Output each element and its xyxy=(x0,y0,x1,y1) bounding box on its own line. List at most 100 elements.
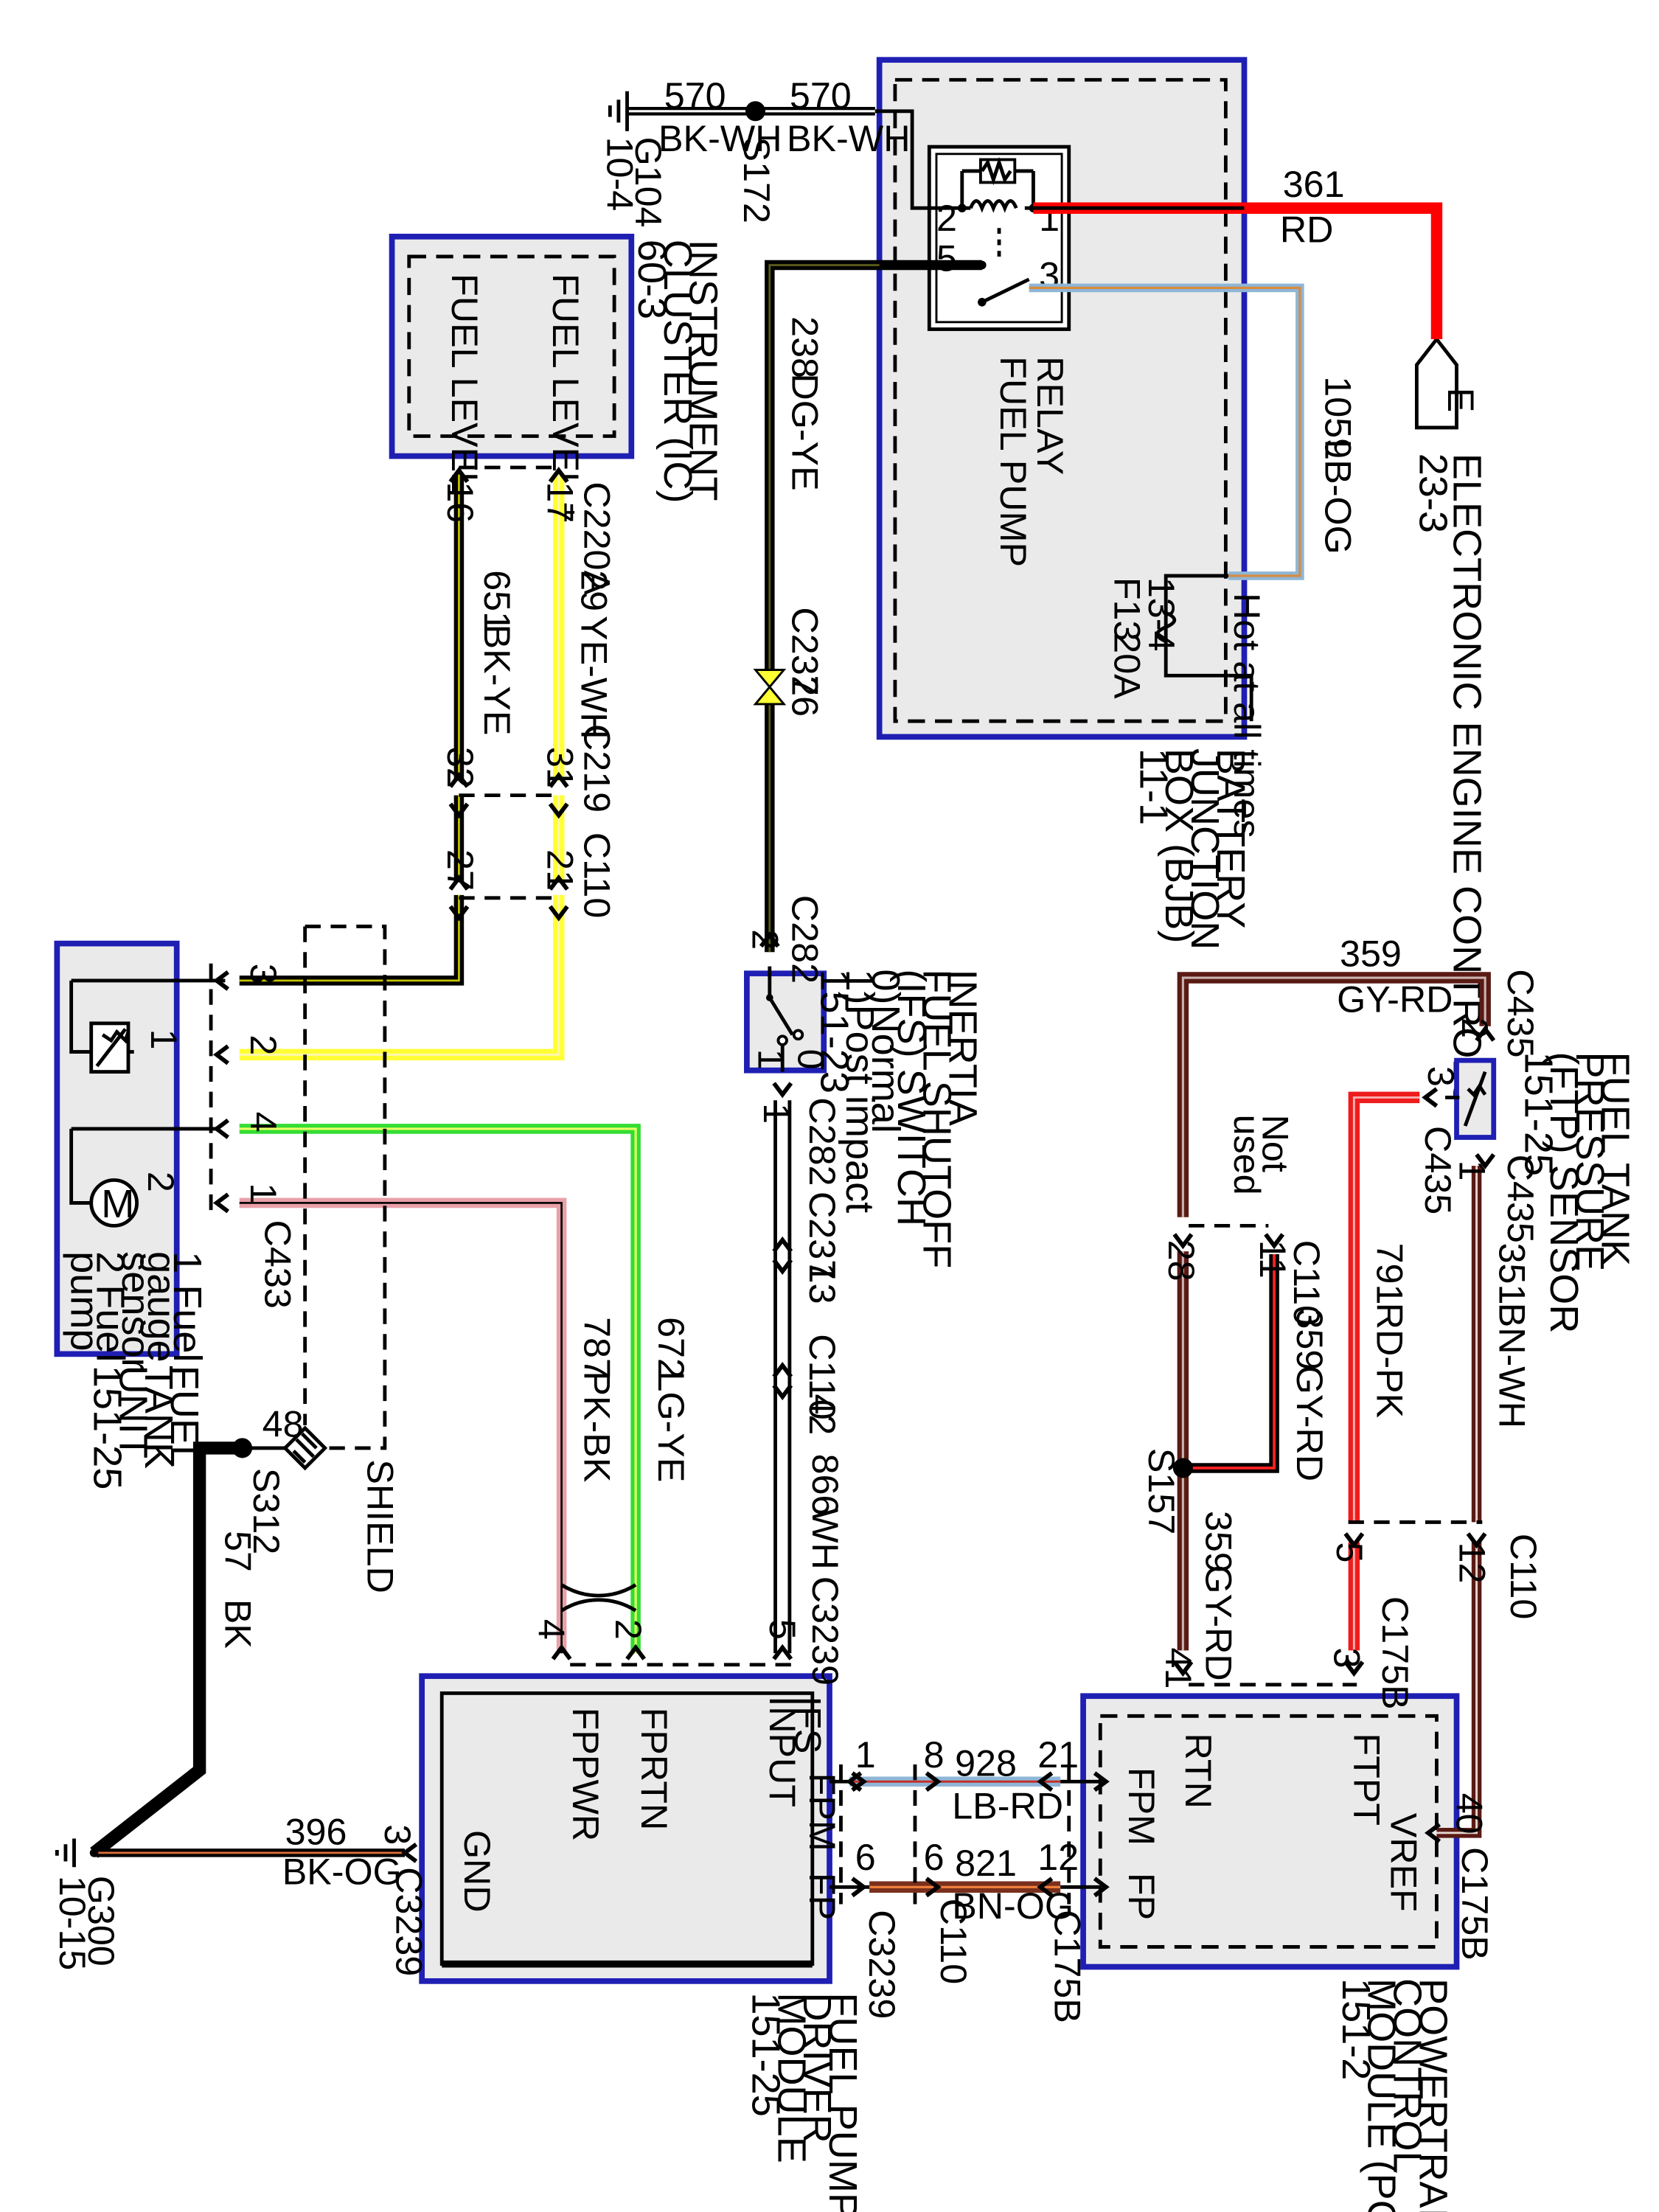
svg-text:C3239: C3239 xyxy=(388,1867,429,1976)
svg-text:C3239: C3239 xyxy=(861,1910,902,2019)
svg-text:PK-BK: PK-BK xyxy=(577,1371,618,1483)
svg-text:12: 12 xyxy=(1037,1837,1079,1878)
svg-text:2: 2 xyxy=(1454,1018,1495,1038)
svg-text:FPM: FPM xyxy=(801,1773,843,1851)
ic-pin-fuel-level-minus: FUEL LEVEL - xyxy=(444,274,485,514)
svg-text:C175B: C175B xyxy=(1046,1910,1088,2023)
svg-text:LG-YE: LG-YE xyxy=(650,1371,692,1483)
svg-text:YE-WH: YE-WH xyxy=(574,616,615,739)
twisted-pair-icon xyxy=(560,1583,637,1613)
svg-text:21: 21 xyxy=(1037,1734,1079,1775)
svg-text:1: 1 xyxy=(750,1049,791,1070)
fuse-f13: F13 13-4 20A Hot at all times xyxy=(1107,574,1267,838)
svg-text:351: 351 xyxy=(1492,1243,1533,1305)
svg-text:FP: FP xyxy=(801,1873,843,1920)
svg-text:238: 238 xyxy=(785,316,826,378)
not-used-label: Not used xyxy=(1226,1115,1296,1195)
svg-text:12: 12 xyxy=(1451,1542,1492,1583)
svg-text:C220A: C220A xyxy=(577,481,618,595)
pin-arrows xyxy=(212,467,1496,1898)
relay-pin-2: 2 xyxy=(936,198,957,239)
svg-text:C110: C110 xyxy=(933,1899,974,1984)
svg-text:21: 21 xyxy=(539,849,580,891)
svg-text:C435: C435 xyxy=(1500,1155,1541,1243)
svg-text:C282: C282 xyxy=(801,1097,843,1186)
svg-text:791: 791 xyxy=(1368,1243,1410,1305)
svg-text:10-15: 10-15 xyxy=(52,1876,93,1971)
svg-text:used: used xyxy=(1226,1115,1267,1195)
svg-text:BATTERY: BATTERY xyxy=(1208,748,1253,929)
svg-text:BK: BK xyxy=(217,1599,258,1649)
svg-text:BK-YE: BK-YE xyxy=(476,625,518,736)
svg-text:1059: 1059 xyxy=(1318,376,1359,459)
svg-text:JUNCTION: JUNCTION xyxy=(1183,748,1227,950)
svg-text:DG-YE: DG-YE xyxy=(785,373,826,490)
svg-text:pump: pump xyxy=(63,1251,107,1351)
svg-text:C110: C110 xyxy=(1503,1534,1544,1619)
svg-text:1)Post impact: 1)Post impact xyxy=(838,969,882,1213)
splice-s157: S157 xyxy=(1141,1448,1193,1534)
svg-text:BK-WH: BK-WH xyxy=(787,118,910,159)
svg-text:PRESSURE: PRESSURE xyxy=(1568,1052,1612,1272)
bjb-label: BATTERY JUNCTION BOX (BJB) 11-1 xyxy=(1131,748,1252,950)
wire-787-pk-bk xyxy=(239,1197,567,1654)
svg-text:C175B: C175B xyxy=(1454,1847,1495,1961)
svg-text:359: 359 xyxy=(1340,933,1402,975)
svg-text:sensor: sensor xyxy=(114,1251,158,1371)
svg-text:4: 4 xyxy=(531,1619,572,1640)
fuel-tank-unit: M 1 2 1 Fuel gauge sensor 2 Fuel pump FU… xyxy=(54,940,226,1489)
svg-text:FPPWR: FPPWR xyxy=(565,1708,606,1841)
svg-text:42: 42 xyxy=(801,1394,843,1435)
shield-drain: 48 SHIELD xyxy=(242,1403,401,1593)
svg-text:29: 29 xyxy=(574,570,615,611)
svg-text:C110: C110 xyxy=(577,832,618,918)
svg-text:40: 40 xyxy=(1449,1793,1490,1834)
svg-text:787: 787 xyxy=(577,1317,618,1379)
svg-text:Not: Not xyxy=(1255,1115,1296,1172)
wire-791-rd-pk xyxy=(1348,1091,1420,1651)
svg-text:CONTROL: CONTROL xyxy=(1385,1978,1429,2174)
svg-text:GY-RD: GY-RD xyxy=(1197,1565,1239,1680)
ground-g300-icon: G300 10-15 xyxy=(52,1838,122,1971)
svg-text:BK-WH: BK-WH xyxy=(658,118,782,159)
svg-text:651: 651 xyxy=(476,570,518,632)
svg-text:(IFS) SWITCH: (IFS) SWITCH xyxy=(889,969,933,1226)
wire-29-ye-wh xyxy=(239,473,565,1061)
svg-text:FUEL SHUTOFF: FUEL SHUTOFF xyxy=(915,969,959,1268)
svg-text:C3239: C3239 xyxy=(804,1576,846,1686)
svg-text:FTPT: FTPT xyxy=(1346,1733,1387,1826)
svg-text:SHIELD: SHIELD xyxy=(360,1459,401,1593)
svg-text:gauge: gauge xyxy=(139,1251,184,1362)
svg-text:5: 5 xyxy=(762,1619,803,1640)
svg-text:RTN: RTN xyxy=(1178,1733,1219,1809)
svg-text:31: 31 xyxy=(539,747,580,788)
svg-text:60-3: 60-3 xyxy=(630,240,674,319)
svg-text:151-2: 151-2 xyxy=(1334,1978,1378,2080)
fuse-name: F13 xyxy=(1107,577,1148,641)
svg-text:151-25: 151-25 xyxy=(744,1992,788,2116)
fuel-pump-relay: 2 1 5 3 FUEL PUMP RELAY xyxy=(927,145,1071,567)
svg-text:C435: C435 xyxy=(1500,969,1541,1057)
svg-text:DRIVER: DRIVER xyxy=(795,1992,839,2143)
svg-text:RD: RD xyxy=(1280,209,1334,251)
fuse-rating: 20A xyxy=(1107,633,1148,699)
svg-text:2: 2 xyxy=(243,1034,284,1055)
svg-text:1: 1 xyxy=(143,1029,184,1050)
svg-text:IFS: IFS xyxy=(787,1696,829,1753)
svg-text:S172: S172 xyxy=(736,137,777,223)
svg-text:CLUSTER (IC): CLUSTER (IC) xyxy=(655,240,700,504)
svg-text:FPRTN: FPRTN xyxy=(633,1708,675,1831)
svg-text:LB-OG: LB-OG xyxy=(1318,439,1359,554)
relay-name-2: RELAY xyxy=(1029,356,1071,475)
svg-text:2: 2 xyxy=(140,1172,181,1192)
svg-text:G104: G104 xyxy=(627,137,669,228)
svg-text:27: 27 xyxy=(439,849,481,891)
svg-text:BN-OG: BN-OG xyxy=(952,1885,1074,1927)
svg-text:BN-WH: BN-WH xyxy=(1492,1303,1533,1428)
svg-text:359: 359 xyxy=(1289,1308,1330,1370)
svg-text:11-1: 11-1 xyxy=(1131,748,1175,825)
svg-text:INSTRUMENT: INSTRUMENT xyxy=(681,240,726,501)
connector-dash-lines xyxy=(209,465,1483,1905)
svg-text:(FTP) SENSOR: (FTP) SENSOR xyxy=(1542,1052,1586,1334)
